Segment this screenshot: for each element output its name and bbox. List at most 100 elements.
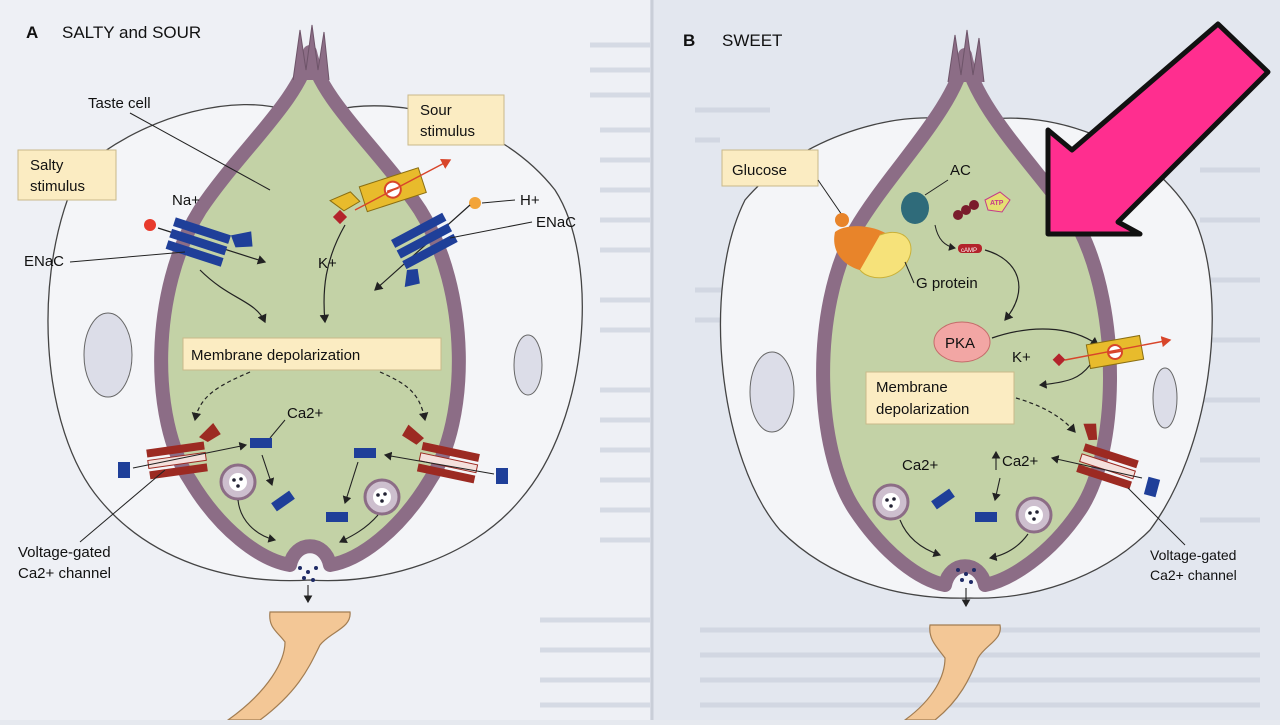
k-label-b: K+ — [1012, 349, 1031, 366]
ca-leader-a — [269, 419, 286, 439]
ca-influx-left — [132, 442, 248, 469]
membrane-depolarization-box-a — [182, 337, 442, 371]
sour-stimulus-line2: stimulus — [420, 123, 475, 140]
support-cell-nucleus-b-right — [1152, 367, 1178, 429]
pka-label: PKA — [945, 335, 975, 352]
arrow-vesicle-left — [237, 499, 277, 543]
k-ion-sour — [332, 209, 348, 225]
neurotransmitter-dots-b — [956, 568, 976, 584]
k-efflux-blocked-arrow — [354, 158, 452, 211]
panel-b-title: SWEET — [722, 31, 782, 50]
panel-a-title: SALTY and SOUR — [62, 23, 201, 42]
ac-leader — [924, 179, 949, 196]
arrow-ca-vesicle-l — [261, 454, 275, 487]
ca-ion-out-right — [496, 468, 508, 484]
ca-channel-right — [402, 424, 480, 484]
vg-channel-a-line1: Voltage-gated — [18, 544, 111, 561]
arrow-na-depol — [199, 269, 267, 324]
g-protein-shape — [859, 231, 912, 279]
ca-ion-out-left — [118, 462, 130, 478]
enac-left-leader — [69, 251, 186, 263]
ac-label: AC — [950, 162, 971, 179]
k-efflux-blocked-b — [1064, 336, 1172, 361]
arrow-k-depol — [319, 224, 346, 324]
vg-channel-b-line1: Voltage-gated — [1150, 547, 1236, 563]
ca-influx-right — [383, 451, 495, 475]
k-ion-label-sour: K+ — [318, 255, 337, 272]
ca-channel-b — [1076, 423, 1139, 490]
sour-stimulus-line1: Sour — [420, 102, 452, 119]
arrow-camp-pka — [984, 249, 1020, 321]
ca-ion-a2 — [271, 490, 295, 512]
vesicle-a-right — [363, 478, 401, 516]
ca-ion-b2 — [975, 512, 997, 522]
ca-ion-b1 — [931, 488, 955, 510]
camp-glyph: cAMP — [958, 244, 982, 254]
taste-cell-leader — [129, 112, 271, 191]
arrow-depol-ca-left — [191, 371, 251, 422]
na-ion — [144, 219, 156, 231]
vesicle-a-left — [219, 463, 257, 501]
support-cell-nucleus-b-left — [749, 351, 795, 433]
vg-channel-a-line2: Ca2+ channel — [18, 565, 111, 582]
support-cell-nucleus-left — [83, 312, 133, 398]
ca-label-b-left: Ca2+ — [902, 457, 939, 474]
vesicle-b-right — [1015, 496, 1053, 534]
g-protein-label: G protein — [916, 275, 978, 292]
salty-stimulus-line2: stimulus — [30, 178, 85, 195]
g-protein-leader — [904, 261, 915, 284]
vg-channel-a-leader — [79, 469, 166, 543]
vesicle-b-left — [872, 483, 910, 521]
pink-arrow-icon — [1045, 21, 1271, 237]
support-cell-nucleus-right — [513, 334, 543, 396]
arrow-atp-camp — [934, 224, 956, 251]
atp-glyph: ATP — [953, 191, 1011, 220]
microvilli — [292, 24, 330, 81]
camp-label: cAMP — [961, 248, 977, 254]
background-text-lines — [540, 42, 1260, 708]
glucose-molecule — [835, 213, 849, 227]
adenylyl-cyclase — [901, 192, 929, 224]
membrane-depolarization-box-b — [865, 371, 1015, 425]
arrow-vesicle-b-right — [988, 533, 1029, 562]
glucose-leader — [817, 179, 843, 216]
arrow-vesicle-right — [339, 514, 379, 543]
atp-label: ATP — [990, 200, 1004, 207]
arrow-depol-ca-b — [1015, 397, 1076, 433]
neurotransmitter-dots-a — [298, 566, 318, 582]
arrow-ca-vesicle-r — [342, 461, 359, 505]
arrow-ca-down-b — [992, 477, 1001, 502]
vg-channel-b-leader — [1127, 487, 1186, 546]
ca-ion-a4 — [354, 448, 376, 458]
ca-influx-b — [1050, 455, 1143, 479]
ca-ion-out-b — [1143, 476, 1161, 498]
membrane-depolarization-b-line2: depolarization — [876, 401, 969, 418]
microvilli-b — [947, 29, 985, 83]
arrow-k-depol-b — [1038, 364, 1091, 389]
salty-stimulus-box — [17, 149, 117, 201]
ca-label-a: Ca2+ — [287, 405, 324, 422]
membrane-depolarization-b-line1: Membrane — [876, 379, 948, 396]
h-influx-arrow — [374, 204, 471, 291]
arrow-pka-kchannel — [991, 328, 1099, 346]
pka-enzyme — [933, 321, 991, 363]
panel-a: A SALTY and SOUR Taste cell Salty stimul… — [17, 23, 583, 721]
ca-label-b-right: Ca2+ — [1002, 453, 1039, 470]
enac-right-leader — [449, 221, 533, 239]
h-ion — [469, 197, 481, 209]
taste-cell-label: Taste cell — [88, 95, 151, 112]
glucose-label: Glucose — [732, 162, 787, 179]
enac-left-label: ENaC — [24, 253, 64, 270]
sour-stimulus-box — [407, 94, 505, 146]
membrane-depolarization-a: Membrane depolarization — [191, 347, 360, 364]
arrow-depol-ca-right — [379, 371, 429, 422]
arrow-vesicle-b-left — [899, 519, 942, 558]
vg-channel-b-line2: Ca2+ channel — [1150, 567, 1237, 583]
ca-ion-a3 — [326, 512, 348, 522]
h-ion-label: H+ — [520, 192, 540, 209]
glucose-box — [721, 149, 819, 187]
h-leader — [481, 199, 516, 204]
enac-channel-right — [391, 212, 458, 288]
